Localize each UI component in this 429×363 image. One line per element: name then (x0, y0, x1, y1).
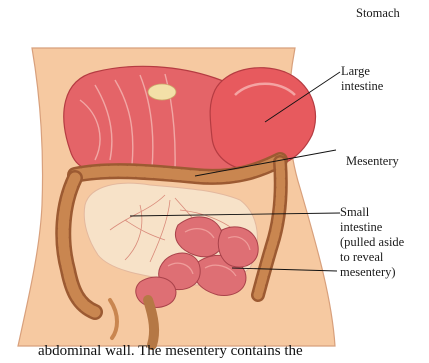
small-intestine-label-line-3: (pulled aside (340, 235, 404, 250)
small-intestine-label-line-2: intestine (340, 220, 404, 235)
large-intestine-label-line-2: intestine (341, 79, 383, 94)
liver-edge (148, 84, 176, 100)
small-intestine-label-line-4: to reveal (340, 250, 404, 265)
rectum (148, 300, 154, 345)
large-intestine-label-line-1: Large (341, 64, 383, 79)
small-intestine-label-line-1: Small (340, 205, 404, 220)
caption-text: abdominal wall. The mesentery contains t… (38, 341, 429, 361)
mesentery-label-text: Mesentery (346, 154, 399, 169)
stomach-label-text: Stomach (356, 6, 400, 21)
small-intestine-label: Small intestine (pulled aside to reveal … (340, 205, 404, 280)
mesentery-label: Mesentery (346, 154, 399, 169)
large-intestine-label: Large intestine (341, 64, 383, 94)
stomach-label: Stomach (356, 6, 400, 21)
small-intestine-label-line-5: mesentery) (340, 265, 404, 280)
